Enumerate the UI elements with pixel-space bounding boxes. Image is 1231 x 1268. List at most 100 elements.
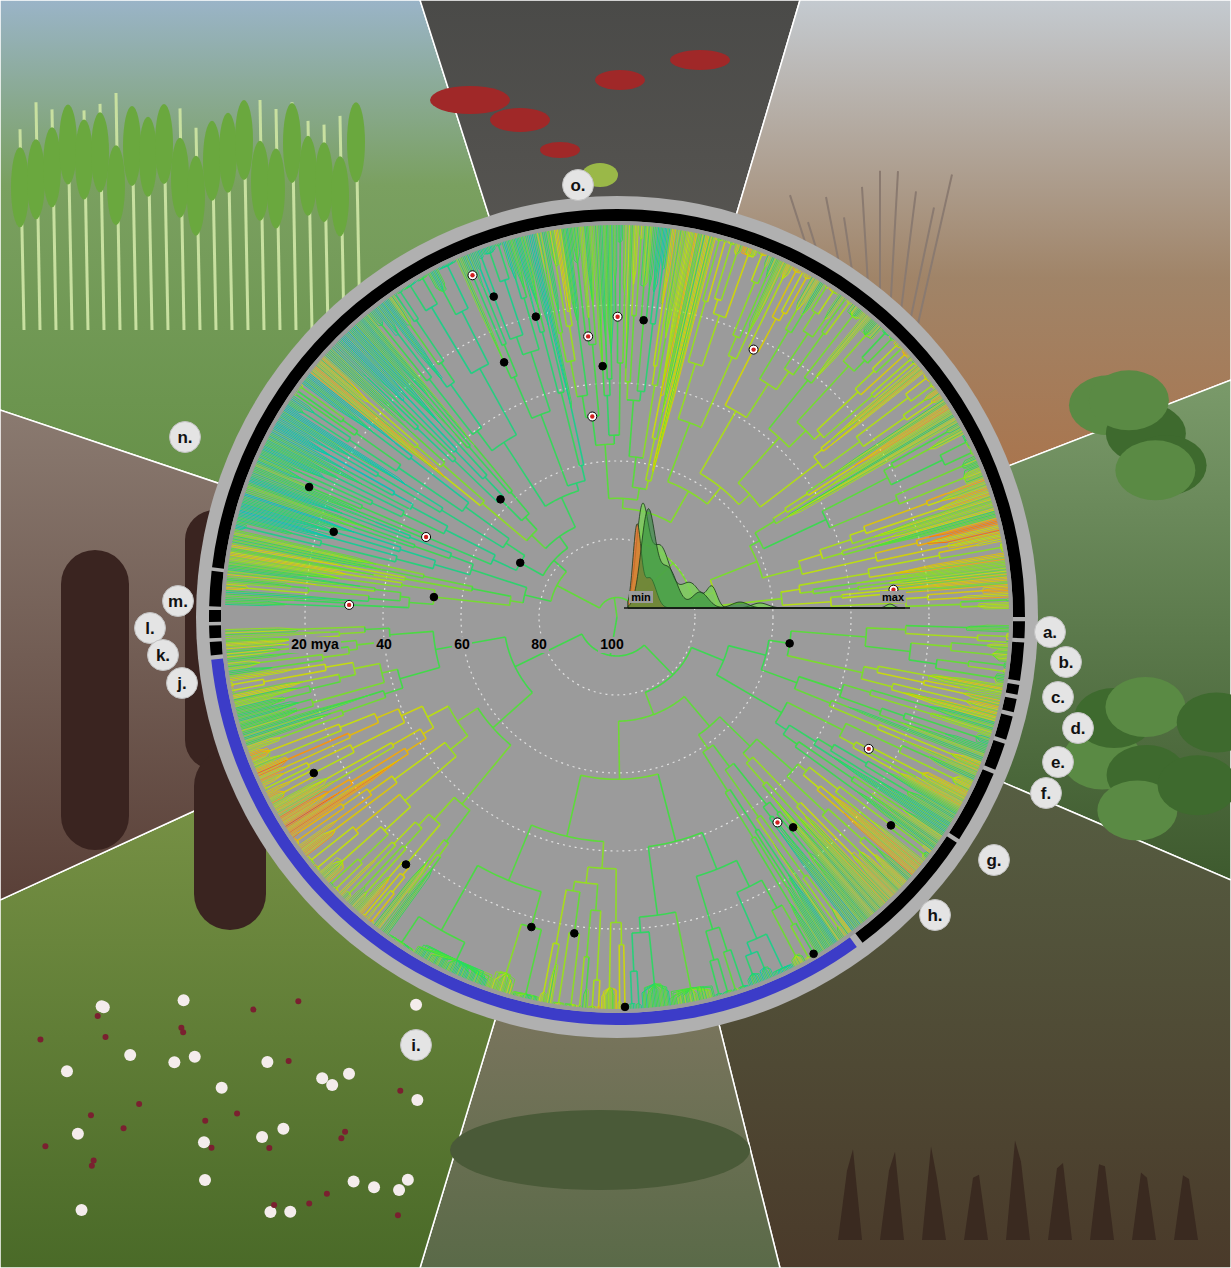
branch xyxy=(719,239,722,240)
branch xyxy=(905,634,977,638)
branch xyxy=(637,488,639,500)
branch xyxy=(838,927,843,938)
branch xyxy=(569,326,575,360)
branch xyxy=(618,363,621,435)
branch xyxy=(226,592,346,600)
branch xyxy=(734,989,736,991)
branch xyxy=(926,379,930,382)
phylogeny-branches xyxy=(225,225,1009,1009)
branch xyxy=(820,786,828,792)
branch xyxy=(987,644,1008,646)
photo-detail xyxy=(540,142,580,158)
branch xyxy=(249,483,375,530)
time-ring xyxy=(539,539,695,695)
branch xyxy=(436,269,446,291)
branch xyxy=(403,514,444,534)
photo-detail xyxy=(61,1065,73,1077)
branch xyxy=(480,369,517,435)
branch xyxy=(717,675,782,713)
branch xyxy=(314,413,351,438)
branch xyxy=(982,586,1007,591)
branch xyxy=(896,346,901,348)
branch xyxy=(976,541,1002,546)
branch xyxy=(872,793,941,839)
branch xyxy=(641,226,644,239)
photo-detail xyxy=(922,1146,946,1240)
branch xyxy=(1007,600,1009,601)
branch xyxy=(876,848,909,878)
branch xyxy=(851,781,871,795)
branch xyxy=(340,578,402,587)
branch xyxy=(982,589,1008,591)
branch xyxy=(948,536,1001,546)
branch xyxy=(559,229,570,311)
branch xyxy=(605,445,609,499)
branch xyxy=(334,532,400,552)
branch xyxy=(787,421,956,518)
branch xyxy=(448,260,456,266)
branch xyxy=(713,300,717,314)
branch xyxy=(738,483,760,507)
branch xyxy=(620,225,622,243)
branch xyxy=(617,317,619,363)
branch xyxy=(354,532,401,547)
branch xyxy=(775,723,786,730)
branch xyxy=(235,528,246,530)
branch xyxy=(739,495,750,505)
branch xyxy=(653,237,711,472)
branch xyxy=(854,360,865,371)
photo-detail xyxy=(199,1174,211,1186)
branch xyxy=(966,625,1009,627)
branch xyxy=(821,402,945,483)
photo-detail xyxy=(256,1131,268,1143)
branch xyxy=(364,317,429,398)
branch xyxy=(719,993,721,995)
clade-band xyxy=(209,625,221,638)
photo-detail xyxy=(88,1112,94,1118)
branch xyxy=(847,300,849,303)
branch xyxy=(755,837,786,887)
branch xyxy=(557,586,600,608)
branch xyxy=(668,423,690,482)
branch xyxy=(864,667,878,670)
photo-detail xyxy=(136,1101,142,1107)
branch xyxy=(875,543,917,553)
photo-detail xyxy=(277,1123,289,1135)
branch xyxy=(748,261,781,333)
branch xyxy=(789,431,806,448)
photo-detail xyxy=(490,108,550,132)
branch xyxy=(400,596,409,598)
branch xyxy=(593,305,596,344)
branch xyxy=(546,527,576,548)
branch xyxy=(802,272,804,273)
branch xyxy=(244,497,354,533)
branch xyxy=(825,297,844,319)
branch xyxy=(787,419,955,517)
branch xyxy=(747,943,751,954)
branch xyxy=(411,281,417,287)
photo-detail xyxy=(315,142,333,222)
branch xyxy=(499,243,501,246)
branch xyxy=(394,294,396,295)
branch xyxy=(790,903,820,952)
branch xyxy=(400,290,402,292)
branch xyxy=(927,706,993,728)
branch xyxy=(804,273,806,279)
clade-band xyxy=(210,641,223,655)
photo-detail xyxy=(91,112,109,192)
branch xyxy=(751,839,790,903)
branch xyxy=(532,535,546,548)
branch xyxy=(644,324,652,392)
branch xyxy=(618,225,620,243)
photo-detail xyxy=(1174,1175,1198,1240)
branch xyxy=(856,564,1005,584)
branch xyxy=(279,418,333,451)
branch xyxy=(931,713,992,731)
branch xyxy=(799,573,869,585)
branch xyxy=(448,266,469,309)
branch xyxy=(758,319,776,352)
branch xyxy=(354,326,441,425)
branch xyxy=(559,536,567,548)
branch xyxy=(820,539,851,549)
branch xyxy=(909,360,912,361)
